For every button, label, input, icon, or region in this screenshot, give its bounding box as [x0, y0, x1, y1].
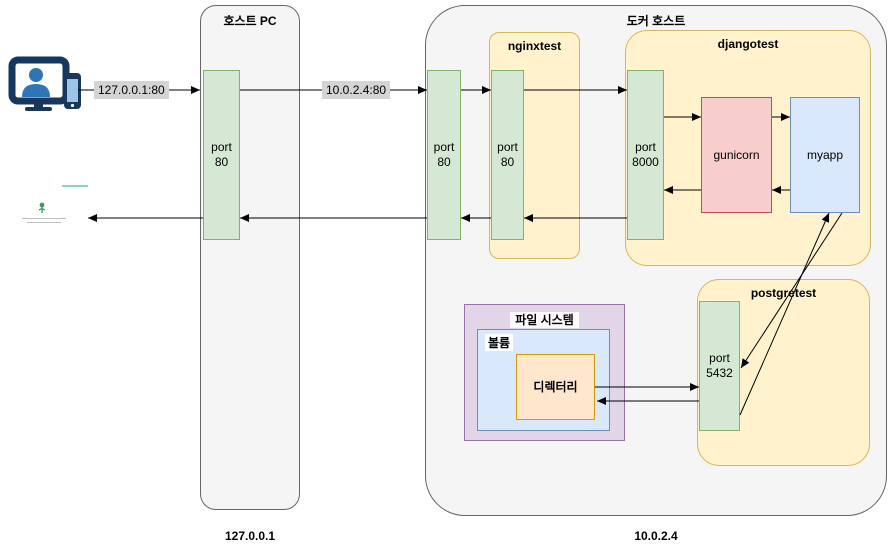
docker-host-title: 도커 호스트 [626, 14, 686, 28]
edge-label-client-request: 127.0.0.1:80 [94, 81, 169, 99]
volume-title: 볼륨 [485, 334, 514, 351]
sprout-icon [38, 202, 46, 213]
postgretest-title: postgretest [750, 286, 817, 300]
docker-host-ip-label: 10.0.2.4 [634, 529, 678, 543]
myapp-box: myapp [790, 97, 860, 213]
myapp-label: myapp [806, 147, 844, 162]
gunicorn-box: gunicorn [701, 97, 772, 213]
host-pc-port-80-box: port 80 [203, 70, 240, 240]
fine-print-line [27, 222, 61, 223]
django-port-8000-box: port 8000 [627, 70, 664, 240]
host-pc-port-80-label: port 80 [211, 140, 232, 169]
gunicorn-label: gunicorn [713, 147, 760, 162]
host-pc-ip-label: 127.0.0.1 [224, 529, 276, 543]
edge-label-docker-request: 10.0.2.4:80 [322, 81, 391, 99]
host-pc-title: 호스트 PC [223, 14, 277, 28]
directory-label: 디렉터리 [533, 379, 578, 394]
docker-host-port-80-box: port 80 [427, 70, 461, 240]
docker-host-port-80-label: port 80 [433, 140, 455, 169]
filesystem-title: 파일 시스템 [465, 311, 624, 328]
directory-box: 디렉터리 [516, 354, 595, 420]
django-port-8000-label: port 8000 [632, 140, 659, 169]
nginx-port-80-label: port 80 [497, 140, 518, 169]
nginx-port-80-box: port 80 [491, 70, 524, 240]
client-device-icon [8, 56, 86, 123]
fine-print-accent [62, 185, 88, 187]
djangotest-title: djangotest [717, 37, 779, 51]
monitor-user-phone-icon [8, 56, 81, 111]
filesystem-title-text: 파일 시스템 [510, 312, 579, 328]
nginxtest-title: nginxtest [507, 39, 562, 53]
postgres-port-5432-box: port 5432 [699, 301, 740, 431]
fine-print-line [22, 218, 66, 219]
postgres-port-5432-label: port 5432 [706, 351, 733, 380]
